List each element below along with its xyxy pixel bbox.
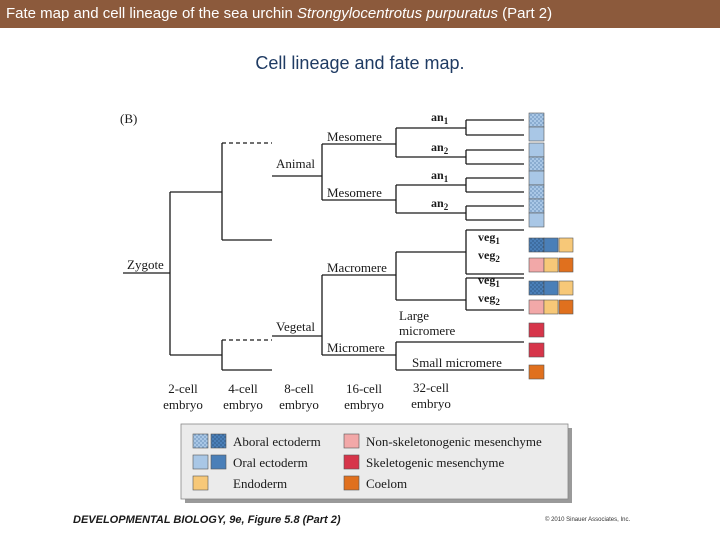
fate-cell bbox=[528, 112, 545, 128]
tip-label: an2 bbox=[431, 196, 449, 212]
node-mesomere-2: Mesomere bbox=[327, 185, 382, 200]
stage-label: 8-cell bbox=[284, 381, 314, 396]
legend-swatch bbox=[210, 454, 227, 470]
fate-cell bbox=[528, 212, 545, 228]
fate-cell bbox=[543, 299, 559, 315]
fate-map-column bbox=[528, 112, 574, 380]
fate-cell bbox=[528, 142, 545, 158]
tip-label: veg2 bbox=[478, 248, 500, 264]
fate-cell bbox=[528, 364, 545, 380]
node-small-micromere: Small micromere bbox=[412, 355, 502, 370]
fate-cell bbox=[528, 170, 545, 186]
node-zygote: Zygote bbox=[127, 257, 164, 272]
fate-cell bbox=[528, 299, 545, 315]
node-macromere: Macromere bbox=[327, 260, 387, 275]
legend-swatch bbox=[343, 433, 360, 449]
fate-cell bbox=[558, 237, 574, 253]
stage-label: embryo bbox=[344, 397, 384, 412]
legend-swatch bbox=[343, 454, 360, 470]
fate-cell bbox=[558, 280, 574, 296]
tip-label: an2 bbox=[431, 140, 449, 156]
node-large-micromere-line2: micromere bbox=[399, 323, 456, 338]
stage-label: embryo bbox=[411, 396, 451, 411]
node-mesomere-1: Mesomere bbox=[327, 129, 382, 144]
stage-label: embryo bbox=[163, 397, 203, 412]
node-animal: Animal bbox=[276, 156, 315, 171]
legend-swatch bbox=[343, 475, 360, 491]
node-large-micromere-line1: Large bbox=[399, 308, 429, 323]
legend-swatch bbox=[210, 433, 227, 449]
fate-cell bbox=[528, 198, 545, 214]
node-micromere: Micromere bbox=[327, 340, 385, 355]
fate-cell bbox=[543, 237, 559, 253]
fate-cell bbox=[543, 257, 559, 273]
tip-label: an1 bbox=[431, 110, 449, 126]
legend-label: Coelom bbox=[366, 476, 407, 491]
copyright: © 2010 Sinauer Associates, Inc. bbox=[545, 517, 631, 523]
node-vegetal: Vegetal bbox=[276, 319, 315, 334]
legend-swatch bbox=[192, 454, 209, 470]
fate-cell bbox=[528, 280, 545, 296]
panel-label: (B) bbox=[120, 111, 137, 126]
legend: Aboral ectoderm Oral ectoderm Endoderm N… bbox=[180, 423, 572, 503]
legend-swatch bbox=[192, 433, 209, 449]
title-bar: Fate map and cell lineage of the sea urc… bbox=[0, 0, 720, 28]
legend-label: Aboral ectoderm bbox=[233, 434, 321, 449]
stage-label: embryo bbox=[223, 397, 263, 412]
figure-credit: DEVELOPMENTAL BIOLOGY, 9e, Figure 5.8 (P… bbox=[73, 514, 341, 526]
stage-label: 16-cell bbox=[346, 381, 382, 396]
legend-label: Non-skeletonogenic mesenchyme bbox=[366, 434, 542, 449]
fate-cell bbox=[528, 342, 545, 358]
tip-label: veg1 bbox=[478, 273, 500, 289]
stage-labels: 2-cell embryo 4-cell embryo 8-cell embry… bbox=[163, 380, 451, 412]
fate-cell bbox=[528, 322, 545, 338]
slide-title: Fate map and cell lineage of the sea urc… bbox=[6, 5, 553, 22]
fate-cell bbox=[558, 299, 574, 315]
lineage-tree-lines bbox=[123, 119, 524, 371]
legend-swatch bbox=[192, 475, 209, 491]
stage-label: 2-cell bbox=[168, 381, 198, 396]
legend-label: Skeletogenic mesenchyme bbox=[366, 455, 504, 470]
fate-cell bbox=[528, 184, 545, 200]
fate-cell bbox=[543, 280, 559, 296]
stage-label: 32-cell bbox=[413, 380, 449, 395]
stage-label: embryo bbox=[279, 397, 319, 412]
fate-cell bbox=[528, 156, 545, 172]
tip-labels: an1 an2 an1 an2 veg1 veg2 veg1 veg2 bbox=[431, 110, 500, 307]
stage-label: 4-cell bbox=[228, 381, 258, 396]
legend-box bbox=[180, 423, 569, 500]
tip-label: veg1 bbox=[478, 230, 500, 246]
fate-cell bbox=[528, 237, 545, 253]
fate-cell bbox=[528, 126, 545, 142]
legend-label: Endoderm bbox=[233, 476, 287, 491]
tip-label: an1 bbox=[431, 168, 449, 184]
legend-label: Oral ectoderm bbox=[233, 455, 308, 470]
tip-label: veg2 bbox=[478, 291, 500, 307]
fate-cell bbox=[558, 257, 574, 273]
fate-cell bbox=[528, 257, 545, 273]
slide-subtitle: Cell lineage and fate map. bbox=[255, 53, 465, 73]
